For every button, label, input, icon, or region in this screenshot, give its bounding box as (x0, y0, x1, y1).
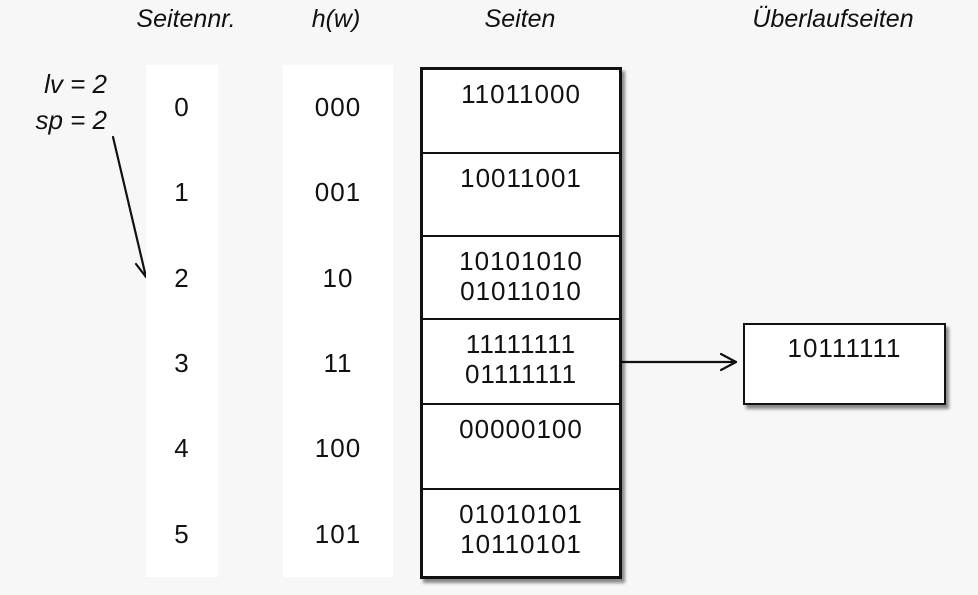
hash-value: 10 (322, 262, 354, 293)
page-number: 1 (174, 177, 190, 208)
page-row-3: 11111111 01111111 (423, 320, 619, 405)
header-hw: h(w) (311, 5, 361, 33)
header-seiten: Seiten (484, 5, 556, 33)
page-row-0: 11011000 (423, 70, 619, 154)
page-number: 5 (174, 518, 190, 549)
page-entry: 01010101 (459, 499, 583, 529)
page-entry: 01011010 (460, 276, 582, 306)
annotation-lv-sp: lv = 2 sp = 2 (22, 66, 107, 138)
hash-value: 11 (323, 348, 353, 379)
page-entry: 01111111 (464, 359, 578, 389)
page-row-1: 10011001 (423, 154, 619, 237)
hash-value: 100 (314, 433, 362, 464)
annotation-lv: lv = 2 (44, 69, 107, 99)
page-number-column: 0 1 2 3 4 5 (146, 65, 218, 577)
overflow-page-box: 10111111 (743, 323, 946, 405)
page-entry: 10101010 (459, 246, 583, 276)
page-number: 4 (174, 433, 190, 464)
page-row-4: 00000100 (423, 405, 619, 490)
pages-container: 11011000 10011001 10101010 01011010 1111… (420, 67, 622, 579)
hash-value: 001 (314, 177, 362, 208)
page-number: 3 (174, 348, 190, 379)
hash-value-column: 000 001 10 11 100 101 (283, 65, 393, 577)
page-number: 2 (174, 262, 190, 293)
overflow-entry: 10111111 (787, 333, 902, 363)
annotation-sp: sp = 2 (35, 105, 107, 135)
page-entry: 10011001 (460, 163, 582, 193)
header-seitennr: Seitennr. (136, 5, 236, 33)
overflow-link-arrow (620, 352, 738, 372)
page-entry: 10110101 (460, 529, 582, 559)
page-entry: 11111111 (465, 329, 577, 359)
page-entry: 00000100 (459, 414, 583, 444)
page-number: 0 (174, 92, 190, 123)
hash-value: 000 (314, 92, 362, 123)
page-row-2: 10101010 01011010 (423, 237, 619, 320)
split-pointer-arrow (111, 135, 151, 279)
hash-value: 101 (314, 518, 362, 549)
page-row-5: 01010101 10110101 (423, 490, 619, 576)
page-entry: 11011000 (461, 79, 581, 109)
header-ueberlaufseiten: Überlaufseiten (752, 5, 914, 33)
